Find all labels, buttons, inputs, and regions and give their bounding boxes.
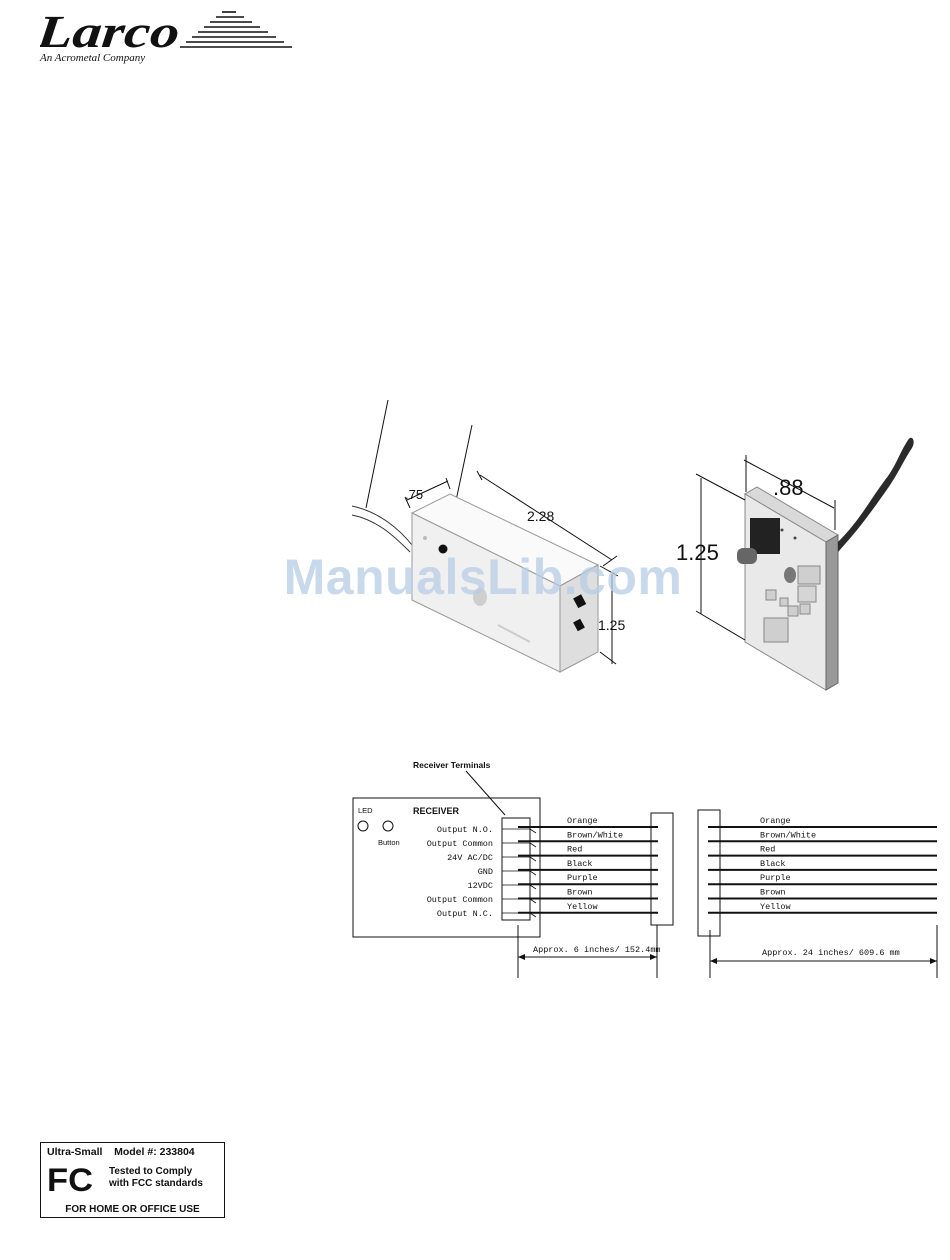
dim-height-receiver: 1.25 <box>598 617 625 633</box>
terminal-lead <box>529 870 537 876</box>
dim-length: 2.28 <box>527 508 554 524</box>
terminal-lead <box>529 898 537 904</box>
receiver-box <box>352 797 541 938</box>
terminal-lead <box>529 884 537 890</box>
led-label: LED <box>358 806 373 815</box>
wiring-diagram: Receiver Terminals RECEIVER LED Button O… <box>352 760 938 978</box>
terminal-lead <box>529 828 537 834</box>
terminal-lead <box>529 856 537 862</box>
length-long-label: Approx. 24 inches/ 609.6 mm <box>762 948 900 958</box>
wire-label-short: Red <box>567 845 582 855</box>
fcc-logo-text: FC <box>47 1162 93 1198</box>
brand-name: Larco <box>40 8 182 57</box>
wire-label-long: Brown <box>760 888 786 898</box>
larco-logo: Larco <box>40 8 292 57</box>
terminal-label: Output N.C. <box>437 909 493 919</box>
dim-depth: .75 <box>405 487 423 502</box>
terminal-label: Output Common <box>427 895 493 905</box>
wire-label-short: Orange <box>567 816 598 826</box>
terminal-label: 12VDC <box>467 881 493 891</box>
wire-label-short: Yellow <box>567 902 599 912</box>
fcc-label-box: Ultra-Small Model #: 233804 FC Tested to… <box>40 1142 225 1218</box>
terminal-label: GND <box>478 867 493 877</box>
board-connector-icon <box>750 518 780 554</box>
length-short-label: Approx. 6 inches/ 152.4mm <box>533 945 661 955</box>
dim-width-board: .88 <box>773 475 804 500</box>
led-indicator-icon <box>357 820 369 832</box>
button-icon <box>382 820 394 832</box>
receiver-title: RECEIVER <box>413 806 460 816</box>
logo-stripes-icon <box>180 11 292 48</box>
fcc-tested-text: Tested to Comply with FCC standards <box>109 1166 203 1190</box>
wire-label-short: Black <box>567 859 593 869</box>
board-led-icon <box>737 548 757 564</box>
fcc-tested-line1: Tested to Comply <box>109 1166 193 1177</box>
fcc-model-title: Ultra-Small Model #: 233804 <box>47 1146 195 1158</box>
wire-label-long: Orange <box>760 816 791 826</box>
wire-label-long: Red <box>760 845 775 855</box>
brand-tagline: An Acrometal Company <box>40 52 146 64</box>
watermark: ManualsLib.com <box>283 549 683 605</box>
fcc-use-text: FOR HOME OR OFFICE USE <box>65 1204 200 1215</box>
connector-right <box>697 809 721 937</box>
terminal-label: Output N.O. <box>437 825 493 835</box>
terminal-label: Output Common <box>427 839 493 849</box>
fcc-logo: FC <box>47 1162 93 1198</box>
wire-label-short: Purple <box>567 873 598 883</box>
button-label: Button <box>378 838 400 847</box>
wire-label-long: Brown/White <box>760 830 816 840</box>
terminal-lead <box>529 842 537 848</box>
wire-label-short: Brown/White <box>567 830 623 840</box>
terminal-lead <box>529 912 537 918</box>
terminal-label: 24V AC/DC <box>447 853 493 863</box>
terminal-block <box>501 817 531 921</box>
fcc-tested-line2: with FCC standards <box>109 1178 203 1189</box>
wire-label-long: Black <box>760 859 786 869</box>
receiver-board-drawing: .88 1.25 <box>676 437 914 691</box>
wire-label-long: Yellow <box>760 902 792 912</box>
receiver-terminals-caption: Receiver Terminals <box>413 760 491 770</box>
wire-label-long: Purple <box>760 873 791 883</box>
wire-label-short: Brown <box>567 888 593 898</box>
connector-left <box>650 812 674 926</box>
receiver-housing-drawing: .75 2.28 1.25 <box>351 399 625 673</box>
